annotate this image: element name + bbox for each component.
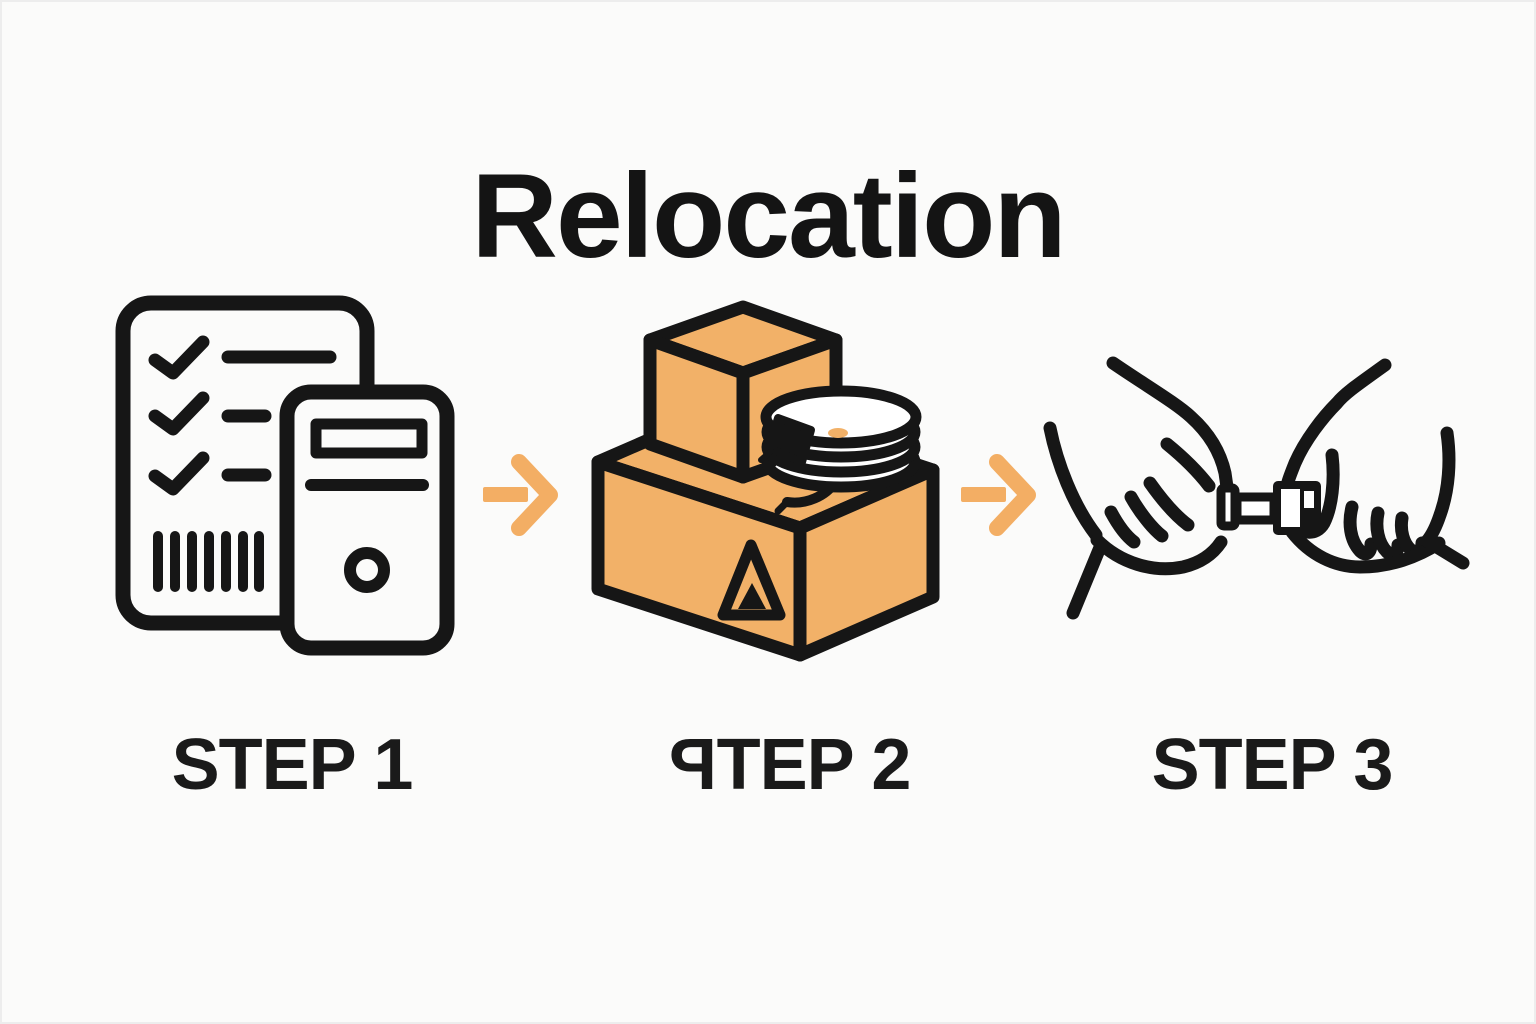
right-index-finger	[1300, 448, 1340, 539]
packed-boxes-cable-icon	[591, 300, 940, 662]
power-button-icon	[344, 547, 390, 593]
warning-triangle-icon	[717, 539, 786, 621]
page-title: Relocation	[471, 149, 1066, 284]
mirrored-letter: P	[669, 725, 717, 805]
checkmark-icon	[148, 451, 210, 496]
cable-plug-icon	[765, 414, 815, 466]
step-3-label: STEP 3	[1151, 725, 1394, 805]
arrow-right-icon	[961, 454, 1036, 536]
computer-tower	[279, 384, 455, 656]
arrow-right-icon	[483, 454, 558, 536]
hands-connecting-cable-icon	[1043, 356, 1470, 620]
barcode	[153, 531, 264, 592]
checkmark-icon	[148, 391, 210, 436]
step-2-label: PTEP 2	[669, 725, 912, 805]
cable-connector-icon	[1216, 481, 1321, 535]
coiled-cable-icon	[758, 385, 922, 515]
checklist-computer-icon	[115, 295, 455, 656]
right-hand	[1281, 358, 1470, 574]
left-hand	[1043, 356, 1234, 620]
checkmark-icon	[148, 335, 210, 380]
step-1-label: STEP 1	[171, 725, 414, 805]
